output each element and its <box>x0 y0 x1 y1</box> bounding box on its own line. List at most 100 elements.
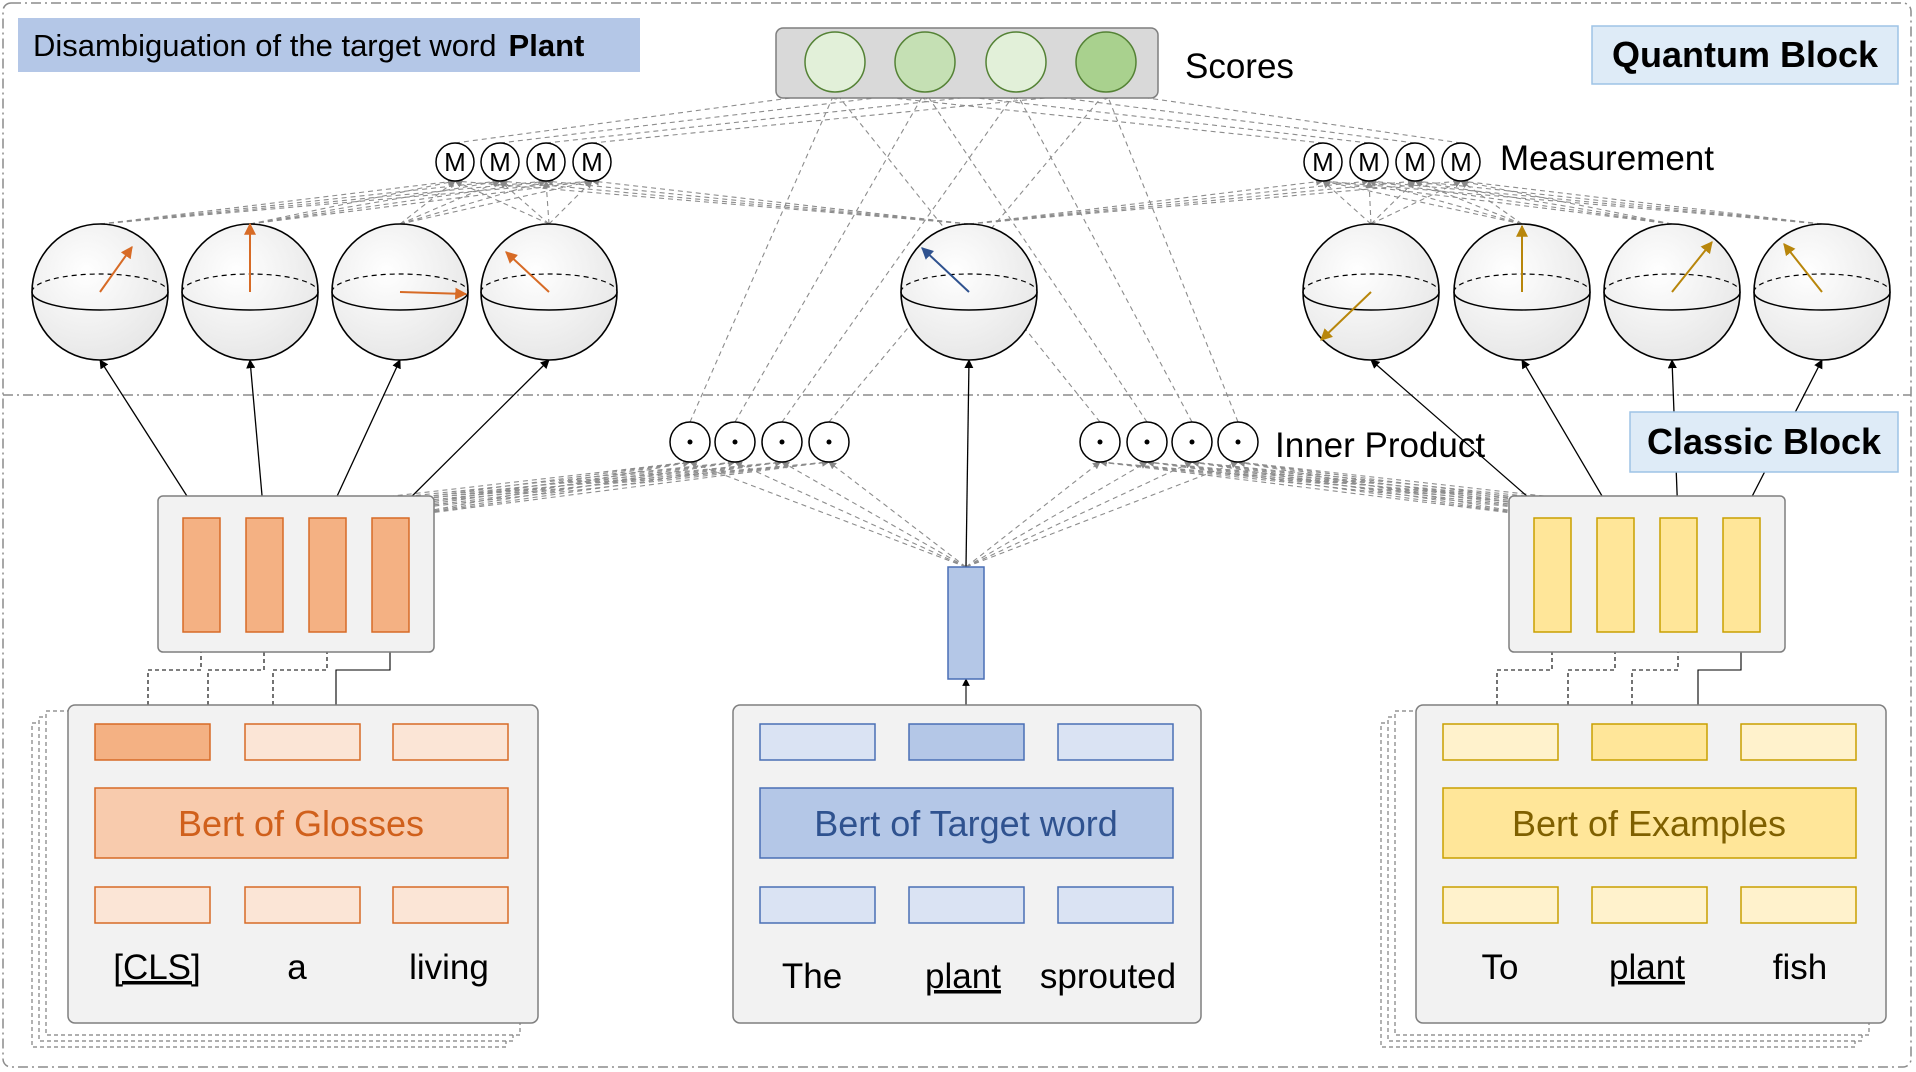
sphere-equator-back <box>1753 273 1891 293</box>
state-vector-arrow <box>399 287 468 300</box>
quantum-block-box <box>1591 25 1899 85</box>
dashed-connector <box>1414 177 1823 225</box>
dot-symbol <box>779 439 785 445</box>
example-input-token <box>1591 886 1708 924</box>
example-output-token <box>1442 723 1559 761</box>
target-to-sphere-arrow <box>964 359 974 568</box>
dashed-connector <box>1368 178 1673 225</box>
gloss-embedding-vector <box>245 517 284 633</box>
dashed-connector <box>1460 180 1523 225</box>
example-embedding-vector <box>1533 517 1572 633</box>
state-vector-arrow <box>505 251 550 293</box>
dashed-connector <box>1146 459 1616 519</box>
score-nodes <box>804 31 1137 93</box>
dashed-connector <box>99 177 547 225</box>
measurement-symbol: M <box>1450 147 1472 177</box>
gloss-output-token-cls <box>94 723 211 761</box>
target-word-0: The <box>782 957 842 996</box>
state-vector-arrow <box>99 246 133 293</box>
dashed-connector <box>1237 459 1553 519</box>
bloch-sphere <box>331 223 469 361</box>
target-output-token <box>1057 723 1174 761</box>
target-output-token-selected <box>908 723 1025 761</box>
state-vector-arrow <box>1320 291 1372 341</box>
dashed-connector <box>326 459 691 519</box>
example-to-sphere-arrow <box>1521 359 1616 519</box>
score-node <box>1075 31 1137 93</box>
score-node <box>985 31 1047 93</box>
sphere-equator-front <box>480 291 618 311</box>
sphere-equator-front <box>331 291 469 311</box>
sphere-equator-back <box>1603 273 1741 293</box>
dashed-connector <box>781 91 1017 423</box>
dashed-connector <box>389 459 783 519</box>
score-node <box>804 31 866 93</box>
dashed-connector <box>399 178 593 225</box>
dashed-connector <box>454 89 836 144</box>
dashed-connector <box>781 461 967 568</box>
dashed-connector <box>1322 180 1372 225</box>
dot-symbol <box>1097 439 1103 445</box>
dashed-connector <box>454 177 970 225</box>
title-box <box>18 18 640 72</box>
target-input-token <box>908 886 1025 924</box>
dashed-connector <box>1099 459 1553 519</box>
example-encoder-panel <box>1415 704 1887 1024</box>
dashed-connector <box>965 460 1239 568</box>
title-prefix: Disambiguation of the target word <box>33 28 497 63</box>
target-input-token <box>1057 886 1174 924</box>
example-encoder-label: Bert of Examples <box>1512 803 1786 844</box>
dashed-connector <box>200 458 783 519</box>
sphere-equator-front <box>181 291 319 311</box>
sphere-equator-back <box>331 273 469 293</box>
example-word-0: To <box>1482 948 1519 987</box>
gloss-to-sphere-arrow <box>99 359 202 519</box>
target-embedding-vector <box>947 566 985 680</box>
target-word-2: sprouted <box>1040 957 1176 996</box>
example-output-token-selected <box>1591 723 1708 761</box>
dashed-connector <box>1191 459 1616 519</box>
bloch-sphere <box>1753 223 1891 361</box>
dashed-connector <box>249 178 547 225</box>
dashed-connector <box>1370 180 1462 225</box>
dashed-connector <box>545 88 1017 144</box>
dashed-connector <box>249 178 593 225</box>
example-embedding-vector <box>1722 517 1761 633</box>
dashed-connector <box>1414 178 1673 225</box>
state-vector-arrow <box>1783 243 1823 293</box>
gloss-output-token <box>392 723 509 761</box>
classic-block-label: Classic Block <box>1647 421 1882 462</box>
example-embedding-vector <box>1659 517 1698 633</box>
example-to-sphere-arrow <box>1370 359 1553 519</box>
dot-symbol <box>687 439 693 445</box>
dashed-connector <box>591 88 1107 144</box>
dashed-connector <box>734 461 967 568</box>
target-column: Bert of Target word The plant sprouted <box>732 566 1202 1024</box>
dashed-connector <box>1414 180 1523 225</box>
measurement-node <box>435 142 475 182</box>
example-embedding-vector <box>1596 517 1635 633</box>
gloss-to-sphere-arrow <box>326 359 401 519</box>
gloss-input-token <box>392 886 509 924</box>
dashed-connector <box>99 177 593 225</box>
example-word-1: plant <box>1609 948 1685 987</box>
bloch-sphere <box>480 223 618 361</box>
sphere-equator-front <box>1302 291 1440 311</box>
dashed-connector <box>1015 91 1193 423</box>
dashed-connector <box>263 458 736 519</box>
dashed-connector <box>965 461 1101 568</box>
dashed-connector <box>1015 89 1416 144</box>
dashed-connector <box>200 458 830 519</box>
dashed-connector <box>99 178 456 225</box>
dashed-connector <box>1365 180 1374 225</box>
dashed-connector <box>499 177 970 225</box>
bloch-sphere <box>181 222 319 361</box>
sphere-equator-front <box>1453 291 1591 311</box>
dashed-connector <box>689 91 836 423</box>
dashed-connector <box>1105 89 1462 144</box>
sphere-equator-back <box>480 273 618 293</box>
measurement-node <box>480 142 520 182</box>
